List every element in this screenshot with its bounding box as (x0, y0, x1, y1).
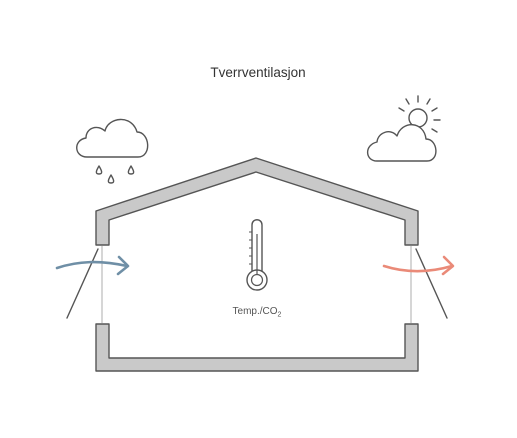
roof-and-upper-walls (95, 157, 419, 246)
floor-and-lower-walls (95, 323, 419, 372)
diagram-title: Tverrventilasjon (210, 65, 305, 80)
sensor-label-subscript: 2 (278, 312, 282, 319)
sun-cloud-icon (366, 95, 441, 162)
airflow-in-arrow-icon (55, 255, 130, 276)
sensor-label-main: Temp./CO (233, 306, 278, 317)
sensor-label: Temp./CO2 (233, 306, 282, 319)
left-window (66, 246, 103, 323)
rain-cloud-icon (76, 118, 149, 184)
thermometer-icon (246, 219, 268, 291)
right-window (410, 246, 448, 323)
airflow-out-arrow-icon (382, 255, 455, 276)
building-cross-section (95, 157, 419, 372)
